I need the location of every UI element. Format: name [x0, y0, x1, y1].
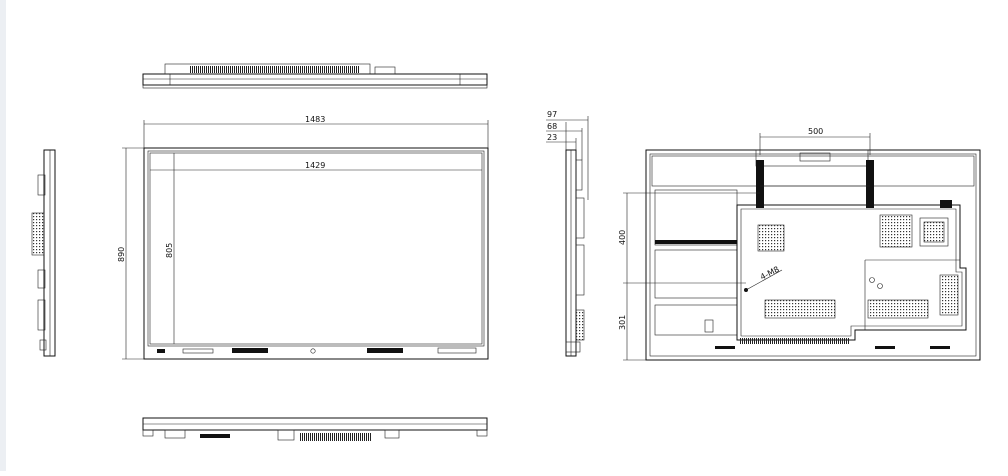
- dim-label-1429: 1429: [305, 161, 325, 170]
- vent-grille-left: [757, 224, 785, 252]
- top-view: [142, 63, 488, 89]
- dim-label-68: 68: [547, 122, 557, 131]
- dim-label-1483: 1483: [305, 115, 325, 124]
- bottom-view: [142, 417, 488, 441]
- dim-label-400: 400: [618, 230, 627, 245]
- back-view: 4-M8 500 400 301: [618, 127, 981, 361]
- dim-label-301: 301: [618, 315, 627, 330]
- left-side-view: [31, 149, 56, 357]
- back-outer-frame: [645, 149, 981, 361]
- dim-label-500: 500: [808, 127, 823, 136]
- dim-label-97: 97: [547, 110, 557, 119]
- screw-spec-label: 4-M8: [759, 265, 781, 282]
- front-outer-frame: [143, 147, 489, 360]
- right-side-view: 97 68 23: [546, 110, 589, 357]
- screw-leader-line: [745, 269, 783, 291]
- front-view: 1483 1429 890 805: [117, 115, 489, 360]
- dim-label-23: 23: [547, 133, 557, 142]
- dim-label-805: 805: [165, 243, 174, 258]
- left-margin-strip: [0, 0, 6, 471]
- vent-grille-right: [879, 214, 913, 248]
- dim-label-890: 890: [117, 247, 126, 262]
